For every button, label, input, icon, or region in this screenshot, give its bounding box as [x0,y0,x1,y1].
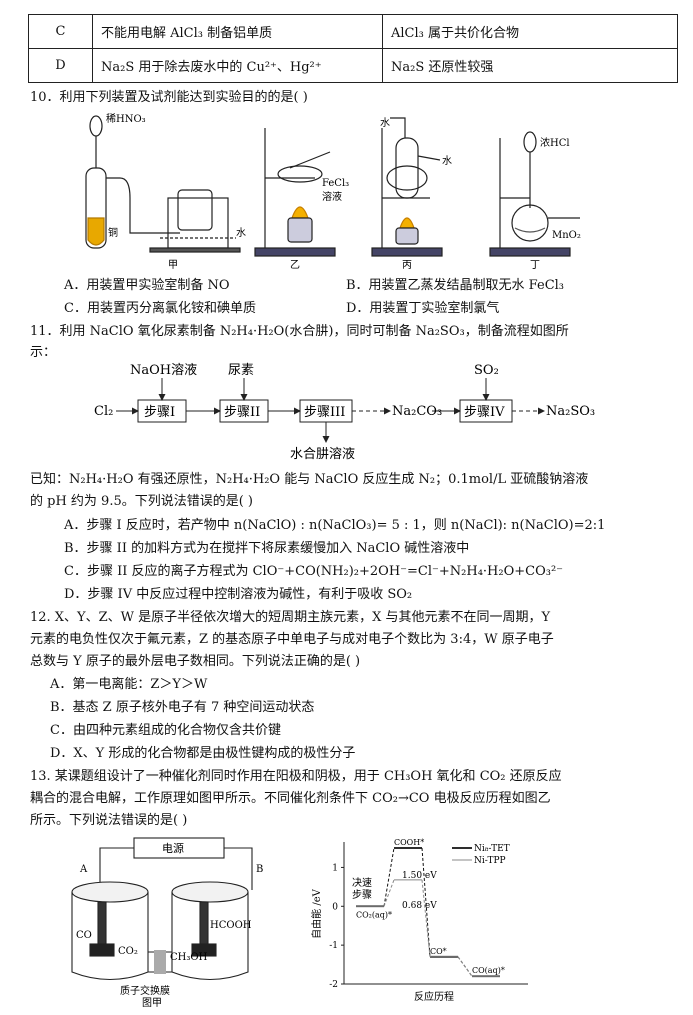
energy-connector-2 [457,956,473,977]
label-mno2: MnO₂ [552,230,581,241]
co2-label: CO₂ [118,946,138,957]
energy-connector-1 [421,847,431,957]
flow-naoh: NaOH溶液 [130,363,197,378]
q12-line2: 元素的电负性仅次于氟元素，Z 的基态原子中单电子与成对电子个数比为 3:4，W … [30,632,554,647]
q11-stem-line2: 示： [30,345,57,360]
label-yi: 乙 [290,259,300,271]
y-tick-label: 1 [332,863,338,873]
fig1-caption: 图甲 [142,997,162,1008]
label-ding: 丁 [530,260,540,271]
flow-so2: SO₂ [474,363,499,378]
label-hno3: 稀HNO₃ [106,112,146,125]
q10-option-d: D．用装置丁实验室制氯气 [346,301,500,316]
flow-step3: 步骤III [304,405,345,420]
q11-option-c: C．步骤 II 反应的离子方程式为 ClO⁻+CO(NH₂)₂+2OH⁻=Cl⁻… [64,564,564,579]
membrane-label: 质子交换膜 [120,984,170,997]
electrode-a-label: A [79,864,88,875]
chart-frame [343,842,528,985]
y-tick-label: 0 [332,902,338,912]
q13-line3: 所示。下列说法错误的是( ) [30,813,188,828]
apparatus-yi [254,128,336,257]
energy-connector-2 [421,879,431,957]
annotation-rds-2: 步骤 [352,889,372,901]
q13-line2: 耦合的混合电解，工作原理如图甲所示。不同催化剂条件下 CO₂→CO 电极反应历程… [30,791,551,806]
label-water1: 水 [236,227,246,239]
chart-ylabel: 自由能 /eV [310,888,323,938]
row-key: C [28,14,93,49]
flow-na2co3: Na₂CO₃ [392,404,442,419]
label-cu: 铜 [108,227,118,239]
label-water-in: 水 [380,117,390,129]
electrode-b-label: B [256,864,263,875]
apparatus-ding [489,131,580,257]
options-table: C 不能用电解 AlCl₃ 制备铝单质 AlCl₃ 属于共价化合物 D Na₂S… [28,14,678,83]
chart-xlabel: 反应历程 [414,990,454,1003]
table-row: D Na₂S 用于除去废水中的 Cu²⁺、Hg²⁺ Na₂S 还原性较强 [28,48,678,83]
q10-option-c: C．用装置丙分离氯化铵和碘单质 [64,301,256,316]
row-statement: Na₂S 用于除去废水中的 Cu²⁺、Hg²⁺ [92,48,383,83]
label-rongye: 溶液 [322,190,342,203]
row-reason: Na₂S 还原性较强 [382,48,678,83]
apparatus-jia [85,115,241,253]
chart-legend: Ni₈-TET Ni-TPP [452,844,510,866]
q10-option-b: B．用装置乙蒸发结晶制取无水 FeCl₃ [346,278,565,293]
label-hcl: 浓HCl [540,137,570,149]
q11-stem-line1: 11．利用 NaClO 氧化尿素制备 N₂H₄·H₂O(水合肼)，同时可制备 N… [30,324,569,339]
q11-flowchart: Cl₂ NaOH溶液 尿素 SO₂ 步骤I 步骤II 步骤III 步骤IV Na… [94,363,595,462]
flow-urea: 尿素 [228,363,254,378]
q11-option-d: D．步骤 IV 中反应过程中控制溶液为碱性，有利于吸收 SO₂ [64,587,413,602]
label-water-out: 水 [442,155,452,167]
flow-cl2: Cl₂ [94,404,113,419]
apparatus-bing [371,117,443,257]
flow-step4: 步骤IV [464,405,505,420]
state-label: CO* [430,947,447,956]
q13-energy-chart: 1 0 -1 -2 CO₂(aq)* COOH* CO* CO(aq)* 自由能 /eV 反… [310,838,528,1003]
q11-known-line1: 已知：N₂H₄·H₂O 有强还原性，N₂H₄·H₂O 能与 NaClO 反应生成… [30,472,589,487]
q10-stem: 10．利用下列装置及试剂能达到实验目的的是( ) [30,90,308,105]
state-label: CO₂(aq)* [356,910,392,919]
q12-option-c: C．由四种元素组成的化合物仅含共价键 [50,723,281,738]
q12-line3: 总数与 Y 原子的最外层电子数相同。下列说法正确的是( ) [30,654,361,669]
flow-na2so3: Na₂SO₃ [546,404,595,419]
label-bing: 丙 [402,260,412,271]
state-label: COOH* [394,838,424,847]
annotation-150ev: 1.50 eV [402,871,437,881]
row-statement: 不能用电解 AlCl₃ 制备铝单质 [92,14,383,49]
state-label: CO(aq)* [472,966,505,975]
legend-series-2: Ni-TPP [474,856,506,866]
q11-option-a: A．步骤 I 反应时，若产物中 n(NaClO) : n(NaClO₃)= 5 … [64,518,606,533]
energy-connector-1 [383,847,395,907]
q11-option-b: B．步骤 II 的加料方式为在搅拌下将尿素缓慢加入 NaClO 碱性溶液中 [64,541,470,556]
table-row: C 不能用电解 AlCl₃ 制备铝单质 AlCl₃ 属于共价化合物 [28,14,678,49]
row-key: D [28,48,93,83]
row-reason: AlCl₃ 属于共价化合物 [382,14,678,49]
label-fecl3: FeCl₃ [322,178,349,189]
q12-option-d: D．X、Y 形成的化合物都是由极性键构成的极性分子 [50,746,356,761]
y-tick-label: -1 [329,941,338,951]
q11-known-line2: 的 pH 约为 9.5。下列说法错误的是( ) [30,494,254,509]
energy-connector-2 [383,879,395,907]
legend-series-1: Ni₈-TET [474,844,510,854]
y-tick-label: -2 [329,980,338,990]
q13-electrolysis-figure: 电源 A B CO CO₂ HCOOH CH₃OH 质子交换膜 图甲 [71,837,263,1008]
hcooh-label: HCOOH [210,920,252,931]
q12-option-a: A．第一电离能：Z＞Y＞W [50,677,208,692]
q12-line1: 12. X、Y、Z、W 是原子半径依次增大的短周期主族元素，X 与其他元素不在同… [30,610,551,625]
power-label: 电源 [162,841,184,855]
flow-step1: 步骤I [144,405,175,420]
q13-line1: 13. 某课题组设计了一种催化剂同时作用在阳极和阴极，用于 CH₃OH 氧化和 … [30,769,562,784]
q10-apparatus-figure: 稀HNO₃ 铜 水 甲 FeCl₃ 溶液 乙 水 水 丙 浓 [85,112,581,271]
annotation-068ev: 0.68 eV [402,901,437,911]
annotation-rds-1: 决速 [352,877,372,889]
co-label: CO [76,930,92,941]
label-jia: 甲 [168,260,178,271]
q12-option-b: B．基态 Z 原子核外电子有 7 种空间运动状态 [50,700,315,715]
flow-hydrazine: 水合肼溶液 [290,447,355,462]
q10-option-a: A．用装置甲实验室制备 NO [64,278,230,293]
flow-step2: 步骤II [224,405,260,420]
ch3oh-label: CH₃OH [170,952,208,963]
